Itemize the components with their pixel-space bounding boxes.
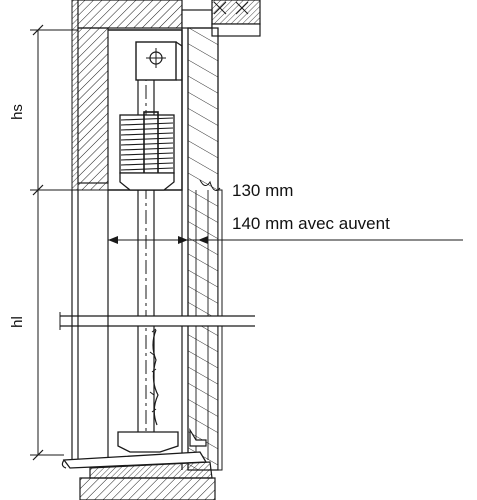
label-130mm: 130 mm <box>232 181 293 200</box>
lintel-box <box>71 0 261 191</box>
window-frame <box>181 27 223 471</box>
dimension-width <box>107 190 463 246</box>
label-hs: hs <box>9 104 26 120</box>
shutter-mechanism <box>117 41 207 453</box>
label-140mm-awning: 140 mm avec auvent <box>232 214 390 233</box>
break-lines <box>59 312 260 330</box>
window-sill <box>61 451 216 500</box>
dimension-hl <box>30 190 64 461</box>
label-hl: hl <box>9 316 26 328</box>
dimension-hs <box>30 24 78 196</box>
